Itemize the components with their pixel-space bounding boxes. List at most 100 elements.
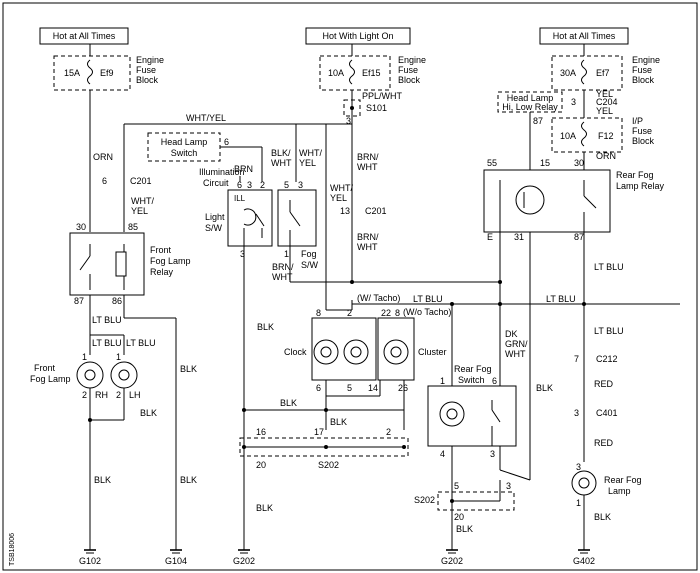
front-fog-lamp-label-l1: Front (34, 363, 56, 373)
pin-1-fog-rh: 1 (82, 352, 87, 362)
pin-8-cluster: 8 (395, 308, 400, 318)
wire-label-blk-g102: BLK (94, 475, 111, 485)
fuse-f12: 10A F12 I/P Fuse Block (551, 116, 655, 153)
rear-fog-lamp-label-l1: Rear Fog (604, 475, 642, 485)
fog-sw-label-l1: Fog (301, 249, 317, 259)
pin-87-hl-relay: 87 (533, 116, 543, 126)
pin-6-headlamp-sw: 6 (224, 137, 229, 147)
wire-label-wht-fog: WHT/ (299, 148, 322, 158)
pin-1-rear-fog-sw: 1 (440, 376, 445, 386)
wire-label-wht-dk: WHT (505, 349, 526, 359)
fog-switch: 5 3 1 (277, 180, 317, 259)
pin-30-rear-relay: 30 (574, 158, 584, 168)
wire-label-yel-mid: YEL (330, 193, 347, 203)
front-fog-lamp-relay: 30 85 87 86 Front Fog Lamp Relay (69, 222, 191, 306)
fuse-ef7-block-l2: Fuse (632, 65, 652, 75)
wire-label-ppl-wht: PPL/WHT (362, 91, 403, 101)
pin-3-rear-lamp: 3 (576, 462, 581, 472)
pin-26-cluster: 26 (398, 383, 408, 393)
illum-label-l2: Circuit (203, 178, 229, 188)
pin-20-s202-right: 20 (454, 512, 464, 522)
pin-3-light-sw: 3 (247, 180, 252, 190)
ground-g104-label: G104 (165, 556, 187, 566)
pin-31-rear-relay: 31 (514, 232, 524, 242)
wire-label-blk-g104: BLK (180, 364, 197, 374)
wire-label-wht-left: WHT/ (131, 196, 154, 206)
splice-s101-box (343, 99, 361, 117)
rear-fog-sw-label-l2: Switch (458, 375, 485, 385)
fuse-ef7-name: Ef7 (596, 68, 610, 78)
rear-fog-lamp-label-l2: Lamp (608, 486, 631, 496)
pin-8-clock: 8 (316, 308, 321, 318)
wire-label-lt-blu-rh: LT BLU (92, 338, 122, 348)
ground-g202-left: G202 (233, 549, 255, 566)
pin-5-clock: 5 (347, 383, 352, 393)
wire-label-blk-wht-l2: WHT (271, 158, 292, 168)
front-relay-label-l2: Fog Lamp (150, 256, 191, 266)
wire-label-blk-clock: BLK (330, 417, 347, 427)
pin-1-fog-sw: 1 (284, 249, 289, 259)
pin-6-c201-left: 6 (102, 176, 107, 186)
light-switch: 6 3 2 ILL 3 (227, 180, 273, 259)
pin-87-rear-relay: 87 (574, 232, 584, 242)
wire-label-brn-wht-mid-l1: BRN/ (357, 152, 379, 162)
fuse-f12-name: F12 (598, 131, 614, 141)
pin-1-fog-lh: 1 (116, 352, 121, 362)
rear-fog-lamp-relay: 55 15 30 E 31 87 (483, 158, 611, 242)
side-code: TSB18006 (9, 533, 16, 566)
ground-g202-right-label: G202 (441, 556, 463, 566)
ground-g202-left-label: G202 (233, 556, 255, 566)
light-sw-label-l1: Light (205, 212, 225, 222)
wire-label-brn-wht-fog-l2: WHT (272, 272, 293, 282)
wire-label-blk-wht-l1: BLK/ (271, 148, 291, 158)
pin-1-rear-lamp: 1 (576, 498, 581, 508)
wire-label-red-2: RED (594, 438, 614, 448)
header-hot-right: Hot at All Times (539, 27, 629, 45)
ground-g202-right: G202 (441, 549, 463, 566)
pin-22-cluster: 22 (381, 308, 391, 318)
conn-c201-mid: C201 (365, 206, 387, 216)
header-hot-mid: Hot With Light On (305, 27, 411, 45)
head-lamp-switch-l2: Switch (171, 148, 198, 158)
wire-label-blk-g202-right: BLK (456, 524, 473, 534)
wire-label-brn-wht-mid2-l1: BRN/ (357, 232, 379, 242)
head-lamp-switch-l1: Head Lamp (161, 137, 208, 147)
pin-6-light-sw: 6 (237, 180, 242, 190)
header-hot-left-label: Hot at All Times (53, 31, 116, 41)
pin-6-rear-fog-sw: 6 (492, 376, 497, 386)
fog-sw-label-l2: S/W (301, 260, 319, 270)
pin-2-clock: 2 (347, 308, 352, 318)
pin-3-c401: 3 (574, 408, 579, 418)
wire-label-brn-wht-mid2-l2: WHT (357, 242, 378, 252)
wire-label-wht-mid: WHT/ (330, 183, 353, 193)
wire-label-brn-wht-fog-l1: BRN/ (272, 262, 294, 272)
wire-label-orn-right: ORN (596, 151, 616, 161)
clock: 8 2 6 5 (311, 308, 377, 393)
pin-2-s202: 2 (386, 427, 391, 437)
fuse-ef15-block-l1: Engine (398, 55, 426, 65)
fuse-ef9-block-l2: Fuse (136, 65, 156, 75)
rear-relay-transistor (515, 185, 545, 215)
splice-s202-label: S202 (318, 460, 339, 470)
splice-s101: S101 (366, 103, 387, 113)
pin-2-fog-lh: 2 (116, 390, 121, 400)
fuse-f12-symbol (581, 121, 587, 147)
wire-label-wht-yel-top: WHT/YEL (186, 113, 226, 123)
fuse-ef15-amp: 10A (328, 68, 344, 78)
fuse-f12-block-l3: Block (632, 136, 655, 146)
wire-label-yel-ef7: YEL (596, 89, 613, 99)
rear-relay-label-l2: Lamp Relay (616, 181, 665, 191)
wire-label-blk-rear-relay: BLK (536, 383, 553, 393)
label-w-tacho: (W/ Tacho) (357, 293, 400, 303)
wire-label-blk-g202-left: BLK (256, 503, 273, 513)
splice-s202-right-label: S202 (414, 495, 435, 505)
front-fog-rh-label: RH (95, 390, 108, 400)
cluster: 22 8 14 26 (368, 308, 415, 393)
head-lamp-relay: Head Lamp Hi, Low Relay (497, 91, 563, 113)
ground-g102-label: G102 (79, 556, 101, 566)
fuse-ef9-block-l3: Block (136, 75, 159, 85)
pin-3-fog-sw: 3 (298, 180, 303, 190)
pin-86-front-relay: 86 (112, 296, 122, 306)
fuse-ef7-symbol (581, 59, 587, 85)
